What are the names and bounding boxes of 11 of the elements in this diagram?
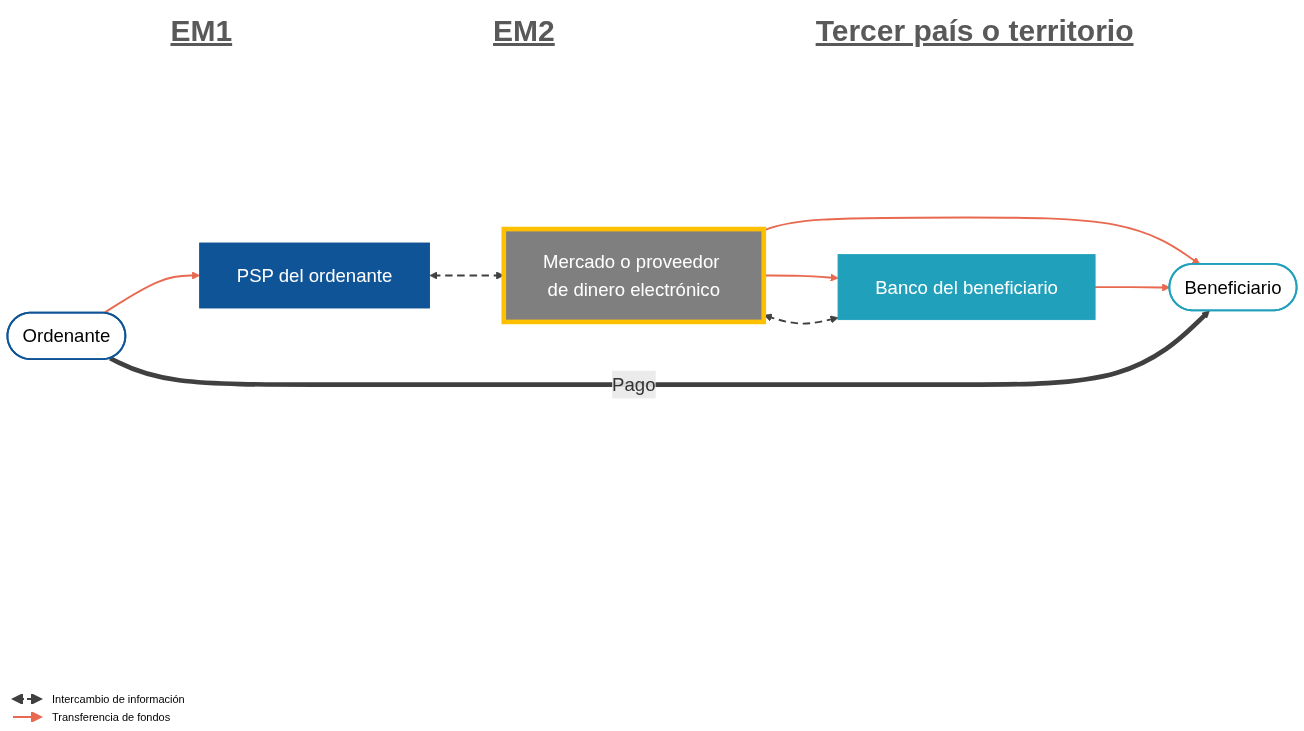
arrow — [102, 271, 200, 315]
legend-text: Intercambio de información — [52, 693, 185, 705]
node-box: PSP del ordenante — [199, 242, 430, 309]
column-heading: EM2 — [493, 14, 555, 48]
edge-label: Pago — [612, 374, 656, 395]
legend-text: Transferencia de fondos — [52, 711, 171, 723]
arrow — [109, 310, 1210, 387]
column-heading: EM1 — [170, 14, 233, 48]
node-box: Banco del beneficiario — [837, 254, 1096, 321]
node-box: Mercado o proveedor de dinero electrónico — [501, 226, 767, 325]
column-heading: Tercer país o territorio — [815, 14, 1134, 48]
